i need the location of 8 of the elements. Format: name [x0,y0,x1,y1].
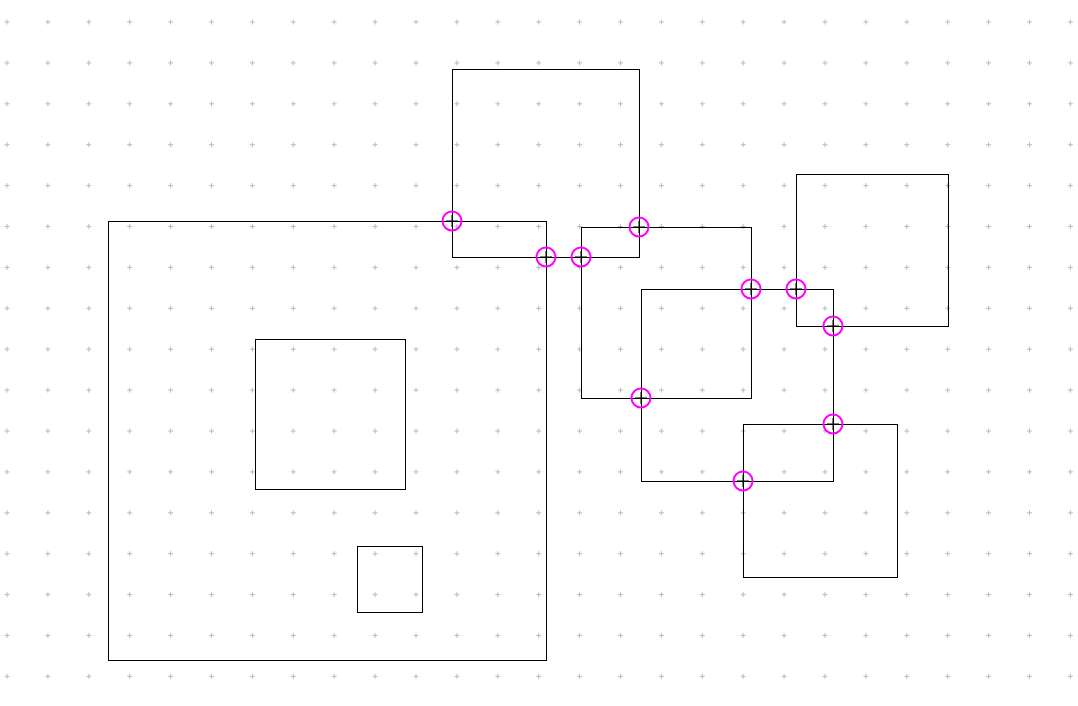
rectangle [743,424,898,578]
rectangle [796,174,949,327]
rectangle [108,221,547,661]
rectangle [581,227,752,399]
rectangle [641,289,834,482]
rectangle [357,546,423,613]
rectangle [255,339,406,490]
rectangle [452,69,640,258]
